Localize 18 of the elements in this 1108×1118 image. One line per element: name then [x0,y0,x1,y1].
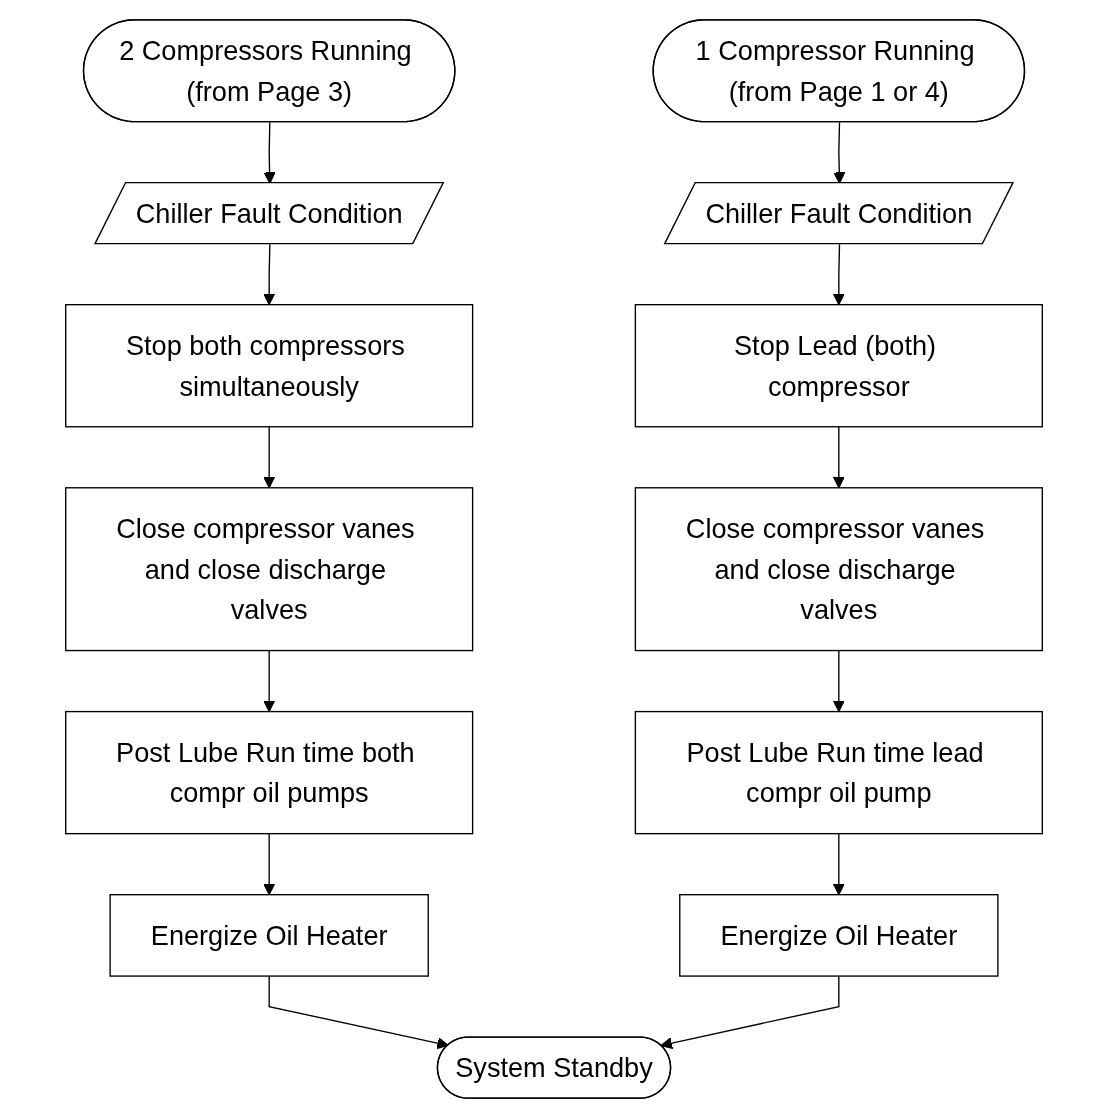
node-box: Close compressor vanes and close discharge valves [634,487,1043,652]
arrow [832,243,845,306]
arrow [263,833,276,896]
node-box: Close compressor vanes and close discharge valves [65,487,474,652]
node-box: Post Lube Run time both compr oil pumps [65,710,474,835]
arrow [660,975,840,1050]
node-box: Stop Lead (both) compressor [634,304,1043,428]
node-box: Post Lube Run time lead compr oil pump [634,710,1043,835]
node-box: Energize Oil Heater [109,894,429,977]
arrow [832,833,845,896]
arrow [263,426,276,489]
arrow [268,975,449,1050]
node-box: Stop both compressors simultaneously [65,304,474,428]
arrow [832,426,845,489]
arrow [832,649,845,713]
arrow [263,649,276,713]
node-box: Energize Oil Heater [679,894,999,977]
arrow [263,243,276,306]
